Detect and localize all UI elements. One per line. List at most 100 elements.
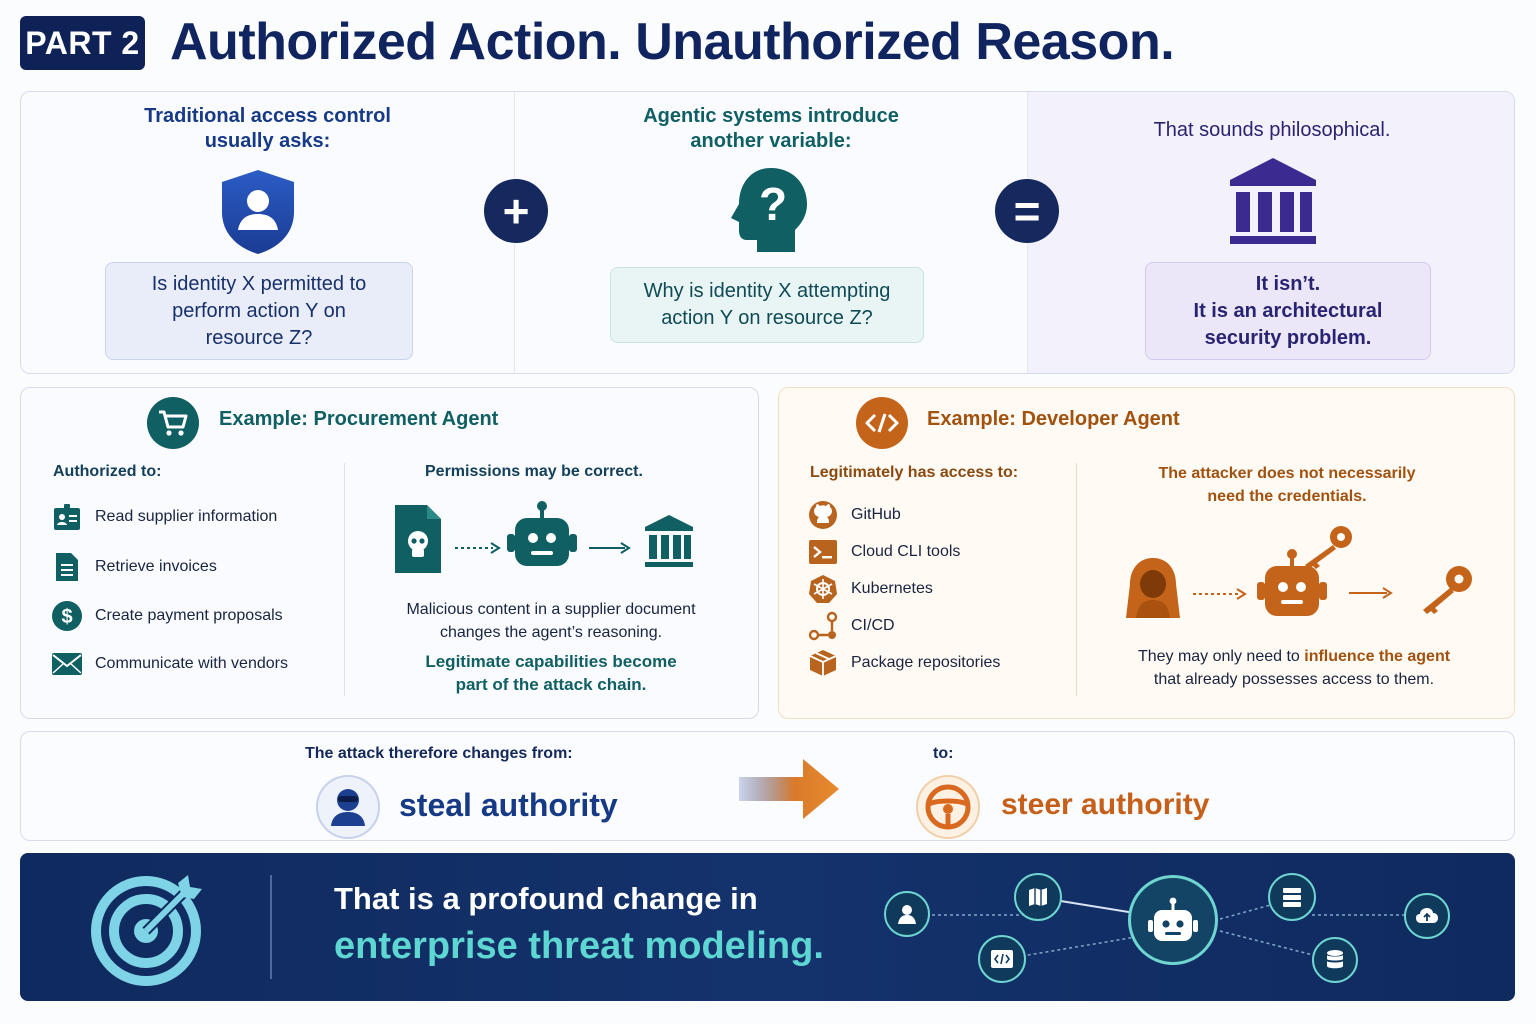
database-node-icon bbox=[1312, 937, 1358, 983]
traditional-heading: Traditional access control usually asks: bbox=[21, 104, 514, 154]
traditional-question-line3: resource Z? bbox=[205, 326, 313, 349]
list-item: GitHub bbox=[807, 500, 1000, 530]
document-icon bbox=[51, 552, 83, 582]
to-label: to: bbox=[933, 745, 954, 762]
traditional-question-line1: Is identity X permitted to bbox=[151, 272, 367, 295]
procurement-example-card: Example: Procurement Agent Authorized to… bbox=[20, 387, 759, 719]
authorized-heading: Authorized to: bbox=[53, 463, 162, 480]
developer-example-card: Example: Developer Agent Legitimately ha… bbox=[778, 387, 1515, 719]
access-list: GitHub Cloud CLI tools Kubernetes CI/CD … bbox=[807, 500, 1000, 678]
list-item-label: Communicate with vendors bbox=[95, 655, 288, 672]
key-icon bbox=[1419, 564, 1475, 621]
agentic-heading: Agentic systems introduce another variab… bbox=[515, 104, 1027, 154]
kubernetes-icon bbox=[807, 574, 839, 604]
list-item-label: Kubernetes bbox=[851, 580, 933, 597]
steering-wheel-icon bbox=[915, 774, 981, 845]
list-item-label: CI/CD bbox=[851, 617, 895, 634]
procurement-emph-line1: Legitimate capabilities become bbox=[425, 652, 677, 671]
access-heading: Legitimately has access to: bbox=[810, 464, 1019, 481]
server-node-icon bbox=[1268, 873, 1316, 921]
developer-title: Example: Developer Agent bbox=[927, 408, 1180, 430]
agent-robot-icon bbox=[505, 500, 579, 577]
dollar-icon: $ bbox=[51, 601, 83, 631]
answer-line2: It is an architectural bbox=[1193, 299, 1383, 322]
answer-line1: It isn’t. bbox=[1255, 272, 1321, 295]
procurement-divider bbox=[344, 463, 345, 696]
developer-divider bbox=[1076, 463, 1077, 696]
institution-icon bbox=[1226, 154, 1320, 253]
svg-text:?: ? bbox=[759, 178, 787, 230]
head-question-icon: ? bbox=[727, 164, 811, 261]
key-icon bbox=[1299, 523, 1355, 574]
list-item: Retrieve invoices bbox=[51, 552, 288, 582]
shield-user-icon bbox=[218, 168, 298, 261]
cart-icon bbox=[147, 397, 199, 449]
institution-icon bbox=[643, 513, 695, 574]
steer-authority: steer authority bbox=[1001, 788, 1210, 821]
github-icon bbox=[807, 500, 839, 530]
transition-arrow-icon bbox=[737, 757, 841, 826]
page-title: Authorized Action. Unauthorized Reason. bbox=[170, 13, 1175, 71]
dotted-arrow-icon bbox=[453, 541, 503, 559]
banner-line2: enterprise threat modeling. bbox=[334, 925, 824, 967]
conclusion-banner: That is a profound change in enterprise … bbox=[20, 853, 1515, 1001]
procurement-desc-line1: Malicious content in a supplier document bbox=[406, 601, 696, 618]
attacker-line2: need the credentials. bbox=[1207, 488, 1367, 505]
list-item-label: Create payment proposals bbox=[95, 607, 283, 624]
malicious-document-icon bbox=[393, 503, 443, 580]
procurement-emphasis: Legitimate capabilities become part of t… bbox=[374, 650, 728, 696]
list-item-label: Retrieve invoices bbox=[95, 558, 217, 575]
traditional-question-box: Is identity X permitted to perform actio… bbox=[105, 262, 413, 360]
attacker-line1: The attacker does not necessarily bbox=[1158, 465, 1416, 482]
arrow-icon bbox=[1347, 586, 1393, 604]
traditional-heading-line2: usually asks: bbox=[204, 130, 331, 152]
agentic-question-box: Why is identity X attempting action Y on… bbox=[610, 267, 924, 343]
hacker-icon bbox=[315, 774, 381, 845]
steal-authority: steal authority bbox=[399, 787, 618, 823]
influence-description: They may only need to influence the agen… bbox=[1099, 645, 1489, 691]
authorized-list: Read supplier information Retrieve invoi… bbox=[51, 502, 288, 679]
list-item-label: GitHub bbox=[851, 506, 901, 523]
cloud-upload-node-icon bbox=[1404, 893, 1450, 939]
philosophical-heading: That sounds philosophical. bbox=[1153, 119, 1391, 141]
agentic-column: Agentic systems introduce another variab… bbox=[514, 92, 1027, 373]
code-node-icon bbox=[978, 935, 1026, 983]
target-icon bbox=[90, 871, 206, 992]
influence-desc-line2: that already possesses access to them. bbox=[1153, 671, 1435, 688]
influence-emphasis: influence the agent bbox=[1304, 648, 1451, 665]
attacker-heading: The attacker does not necessarily need t… bbox=[1109, 462, 1465, 508]
map-node-icon bbox=[1014, 873, 1062, 921]
agentic-question-line1: Why is identity X attempting bbox=[643, 280, 891, 302]
central-agent-icon bbox=[1128, 875, 1218, 965]
traditional-heading-line1: Traditional access control bbox=[144, 105, 391, 127]
banner-divider bbox=[270, 875, 272, 979]
traditional-question-line2: perform action Y on bbox=[172, 299, 346, 322]
list-item: $ Create payment proposals bbox=[51, 601, 288, 631]
permissions-heading: Permissions may be correct. bbox=[425, 463, 643, 480]
list-item: Package repositories bbox=[807, 648, 1000, 678]
list-item-label: Cloud CLI tools bbox=[851, 543, 961, 560]
user-node-icon bbox=[884, 891, 930, 937]
dotted-arrow-icon bbox=[1191, 587, 1249, 605]
influence-desc-prefix: They may only need to bbox=[1137, 648, 1305, 665]
pipeline-icon bbox=[807, 611, 839, 641]
hooded-attacker-icon bbox=[1122, 556, 1184, 625]
list-item: Communicate with vendors bbox=[51, 649, 288, 679]
agent-robot-icon bbox=[1255, 548, 1329, 627]
comparison-panel: Traditional access control usually asks:… bbox=[20, 91, 1515, 374]
from-label: The attack therefore changes from: bbox=[305, 745, 573, 762]
traditional-access-column: Traditional access control usually asks:… bbox=[21, 92, 514, 373]
id-card-icon bbox=[51, 502, 83, 532]
code-icon bbox=[856, 397, 908, 449]
list-item-label: Read supplier information bbox=[95, 508, 278, 525]
agentic-heading-line1: Agentic systems introduce bbox=[643, 105, 899, 127]
plus-operator: + bbox=[484, 179, 548, 243]
terminal-icon bbox=[807, 537, 839, 567]
procurement-emph-line2: part of the attack chain. bbox=[455, 675, 647, 694]
agentic-question-line2: action Y on resource Z? bbox=[661, 307, 873, 329]
banner-line1: That is a profound change in bbox=[334, 881, 758, 916]
procurement-title: Example: Procurement Agent bbox=[219, 408, 499, 430]
philosophical-column: That sounds philosophical. It isn’t. It … bbox=[1027, 92, 1514, 373]
list-item: Kubernetes bbox=[807, 574, 1000, 604]
procurement-desc-line2: changes the agent’s reasoning. bbox=[439, 624, 663, 641]
